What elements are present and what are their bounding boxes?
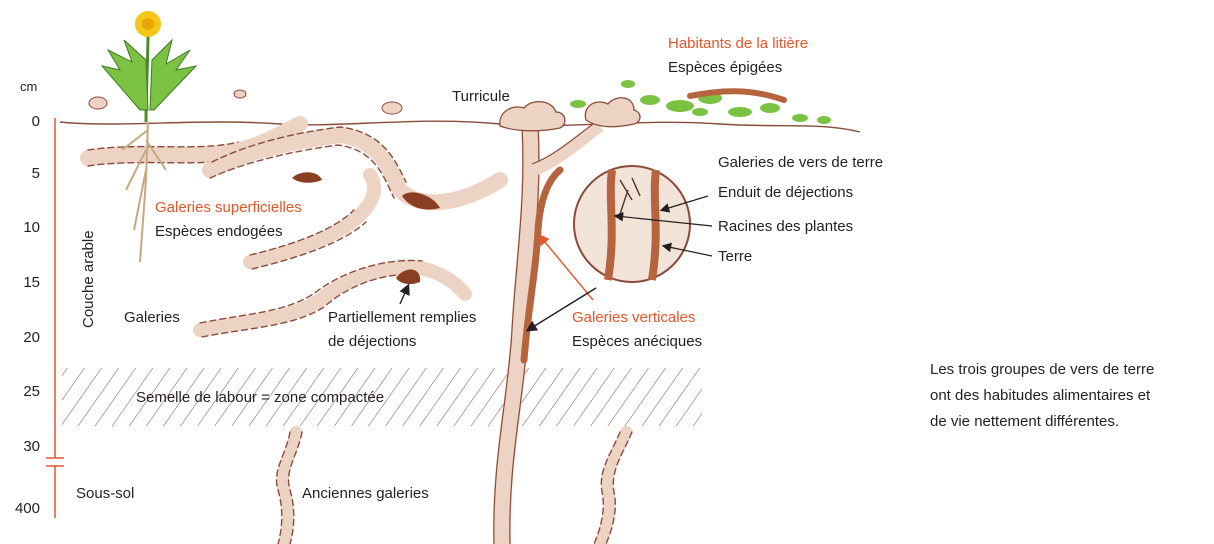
depth-tick-0: 0: [32, 113, 40, 130]
vertical-galleries-subtitle: Espèces anéciques: [572, 333, 702, 350]
depth-tick-10: 10: [23, 219, 40, 236]
note-line-2: ont des habitudes alimentaires et: [930, 387, 1151, 404]
depth-tick-15: 15: [23, 274, 40, 291]
depth-tick-400: 400: [15, 500, 40, 517]
surface-galleries-subtitle: Espèces endogées: [155, 223, 283, 240]
litter-title: Habitants de la litière: [668, 35, 808, 52]
vertical-galleries-title: Galeries verticales: [572, 309, 695, 326]
note-line-3: de vie nettement différentes.: [930, 413, 1119, 430]
depth-tick-5: 5: [32, 165, 40, 182]
detail-label-worm-galleries: Galeries de vers de terre: [718, 154, 883, 171]
depth-tick-20: 20: [23, 329, 40, 346]
partially-filled-label-line2: de déjections: [328, 333, 416, 350]
subsoil-label: Sous-sol: [76, 485, 134, 502]
surface-burrows: [88, 124, 500, 337]
turricule-cast-2: [585, 98, 640, 127]
detail-label-plant-roots: Racines des plantes: [718, 218, 853, 235]
depth-tick-30: 30: [23, 438, 40, 455]
topsoil-axis-label: Couche arable: [80, 230, 97, 328]
detail-label-soil: Terre: [718, 248, 752, 265]
depth-ruler: [46, 118, 64, 518]
turricule-label: Turricule: [452, 88, 510, 105]
dejection-deposit-1: [292, 172, 322, 183]
turricule-cast-1: [500, 102, 565, 131]
magnified-burrow-detail: [574, 166, 690, 282]
depth-unit: cm: [20, 79, 37, 94]
litter-subtitle: Espèces épigées: [668, 59, 782, 76]
depth-tick-25: 25: [23, 383, 40, 400]
partially-filled-label-line1: Partiellement remplies: [328, 309, 476, 326]
surface-galleries-title: Galeries superficielles: [155, 199, 302, 216]
old-galleries-label: Anciennes galeries: [302, 485, 429, 502]
detail-label-dejection-coating: Enduit de déjections: [718, 184, 853, 201]
note-line-1: Les trois groupes de vers de terre: [930, 361, 1154, 378]
soil-surface-line: [60, 121, 860, 132]
galleries-label: Galeries: [124, 309, 180, 326]
plough-pan-label: Semelle de labour = zone compactée: [136, 389, 384, 406]
